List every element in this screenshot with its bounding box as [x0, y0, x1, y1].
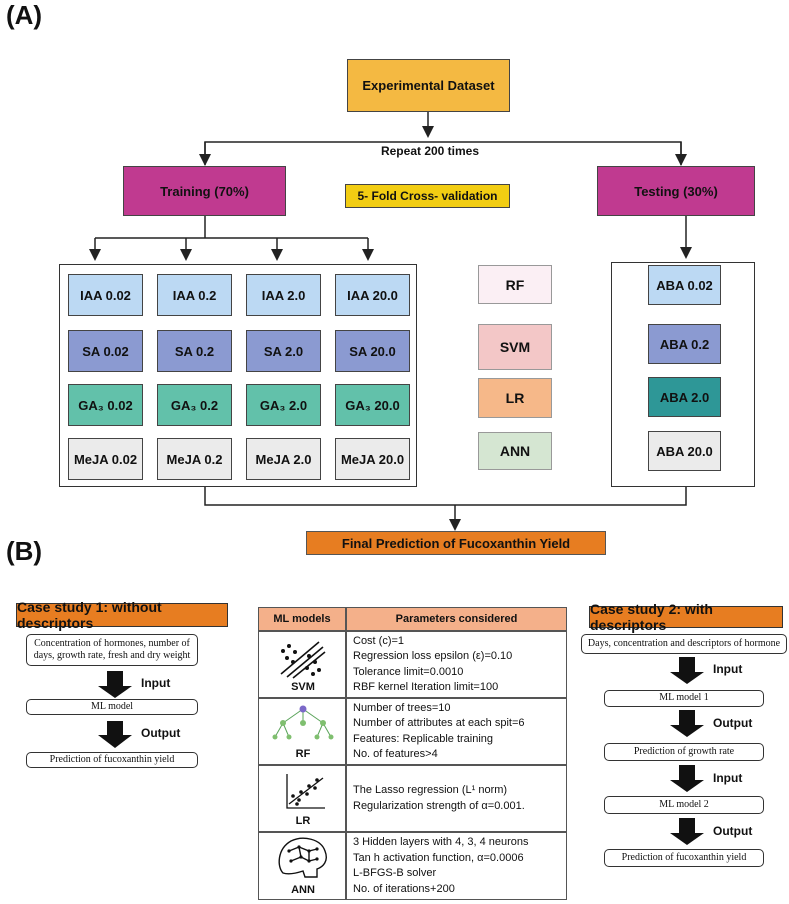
grid-cell-sa-0.2: SA 0.2 — [157, 330, 232, 372]
testing-aba-0.02: ABA 0.02 — [648, 265, 721, 305]
panel-a-label: (A) — [6, 0, 43, 30]
table-row-rf-params: Number of trees=10 Number of attributes … — [346, 698, 567, 765]
cross-validation-box: 5- Fold Cross- validation — [345, 184, 510, 208]
repeat-label: Repeat 200 times — [380, 144, 480, 158]
param-line: Number of attributes at each spit=6 — [353, 717, 525, 729]
grid-cell-ga3-20.0: GA₃ 20.0 — [335, 384, 410, 426]
table-row-ann-params: 3 Hidden layers with 4, 3, 4 neurons Tan… — [346, 832, 567, 900]
grid-cell-ga3-0.2: GA₃ 0.2 — [157, 384, 232, 426]
testing-aba-2.0: ABA 2.0 — [648, 377, 721, 417]
model-ann-box: ANN — [478, 432, 552, 470]
table-row-svm-params: Cost (c)=1 Regression loss epsilon (ε)=0… — [346, 631, 567, 698]
brain-network-icon — [278, 837, 327, 878]
model-lr-box: LR — [478, 378, 552, 418]
grid-cell-sa-0.02: SA 0.02 — [68, 330, 143, 372]
case2-input-label-1: Input — [713, 662, 743, 676]
table-row-ann-model-cell: ANN — [258, 832, 346, 900]
grid-cell-meja-0.02: MeJA 0.02 — [68, 438, 143, 480]
param-line: Number of trees=10 — [353, 701, 451, 714]
grid-cell-iaa-20.0: IAA 20.0 — [335, 274, 410, 316]
case2-input-features-box: Days, concentration and descriptors of h… — [581, 634, 787, 654]
svm-scatter-icon — [280, 641, 326, 679]
case2-ml-model-1-box: ML model 1 — [604, 690, 764, 707]
grid-cell-ga3-2.0: GA₃ 2.0 — [246, 384, 321, 426]
param-line: Regression loss epsilon (ε)=0.10 — [353, 650, 513, 662]
case2-ml-model-2-box: ML model 2 — [604, 796, 764, 814]
table-row-lr-model-cell: LR — [258, 765, 346, 832]
param-line: 3 Hidden layers with 4, 3, 4 neurons — [353, 836, 529, 848]
case2-output-label-2: Output — [713, 824, 753, 838]
grid-cell-sa-2.0: SA 2.0 — [246, 330, 321, 372]
table-model-lr: LR — [295, 815, 311, 827]
table-header-parameters: Parameters considered — [346, 607, 567, 631]
param-line: No. of features>4 — [353, 748, 438, 760]
case2-growth-rate-box: Prediction of growth rate — [604, 743, 764, 761]
case-study-1-title: Case study 1: without descriptors — [16, 599, 228, 631]
case1-output-label: Output — [141, 726, 181, 740]
case2-output-label-1: Output — [713, 716, 753, 730]
param-line: Tolerance limit=0.0010 — [353, 665, 464, 678]
case1-ml-model-box: ML model — [26, 699, 198, 715]
table-header-models: ML models — [258, 607, 346, 631]
case-study-2-title: Case study 2: with descriptors — [589, 601, 783, 633]
case1-input-label: Input — [141, 676, 171, 690]
table-row-rf-model-cell: RF — [258, 698, 346, 765]
table-row-lr-params: The Lasso regression (L¹ norm) Regulariz… — [346, 765, 567, 832]
model-svm-box: SVM — [478, 324, 552, 370]
grid-cell-iaa-0.02: IAA 0.02 — [68, 274, 143, 316]
grid-cell-meja-0.2: MeJA 0.2 — [157, 438, 232, 480]
training-frame — [59, 264, 417, 487]
param-line: No. of iterations+200 — [353, 882, 455, 895]
param-line: Features: Replicable training — [353, 732, 494, 745]
table-model-svm: SVM — [291, 681, 315, 693]
table-row-svm-model-cell: SVM — [258, 631, 346, 698]
testing-frame — [611, 262, 755, 487]
grid-cell-meja-2.0: MeJA 2.0 — [246, 438, 321, 480]
grid-cell-ga3-0.02: GA₃ 0.02 — [68, 384, 143, 426]
case2-fucoxanthin-box: Prediction of fucoxanthin yield — [604, 849, 764, 867]
decision-tree-icon — [272, 705, 334, 740]
model-rf-box: RF — [478, 265, 552, 304]
testing-aba-20.0: ABA 20.0 — [648, 431, 721, 471]
param-line: Cost (c)=1 — [353, 634, 405, 647]
panel-b-label: (B) — [6, 536, 43, 566]
table-model-ann: ANN — [291, 884, 315, 896]
experimental-dataset-box: Experimental Dataset — [347, 59, 510, 112]
case1-input-features-box: Concentration of hormones, number of day… — [26, 634, 198, 666]
regression-plot-icon — [286, 774, 325, 809]
final-prediction-box: Final Prediction of Fucoxanthin Yield — [306, 531, 606, 555]
grid-cell-iaa-2.0: IAA 2.0 — [246, 274, 321, 316]
training-box: Training (70%) — [123, 166, 286, 216]
grid-cell-sa-20.0: SA 20.0 — [335, 330, 410, 372]
param-line: RBF kernel Iteration limit=100 — [353, 681, 499, 693]
param-line: L-BFGS-B solver — [353, 867, 437, 879]
table-model-rf: RF — [295, 748, 311, 760]
testing-aba-0.2: ABA 0.2 — [648, 324, 721, 364]
case2-input-label-2: Input — [713, 771, 743, 785]
case1-prediction-box: Prediction of fucoxanthin yield — [26, 752, 198, 768]
param-line: Tan h activation function, α=0.0006 — [353, 851, 524, 864]
param-line: Regularization strength of α=0.001. — [353, 799, 525, 812]
grid-cell-iaa-0.2: IAA 0.2 — [157, 274, 232, 316]
testing-box: Testing (30%) — [597, 166, 755, 216]
param-line: The Lasso regression (L¹ norm) — [353, 784, 508, 796]
grid-cell-meja-20.0: MeJA 20.0 — [335, 438, 410, 480]
